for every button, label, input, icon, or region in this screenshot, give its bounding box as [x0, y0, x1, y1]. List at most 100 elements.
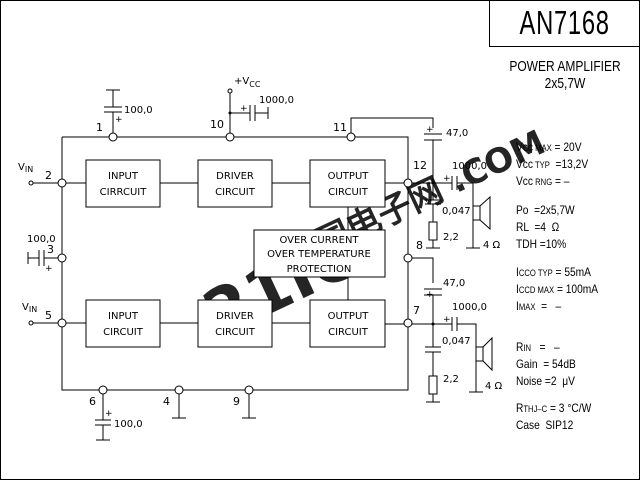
vin-terminal-2 [28, 320, 34, 326]
spec-line: Po =2x5,7W [516, 203, 575, 217]
cap-out1-value: 1000,0 [452, 161, 487, 172]
spec-line: Vcc TYP =13,2V [516, 157, 588, 171]
output1-line2: CIRCUIT [328, 187, 369, 198]
block-output-circuit-1 [309, 159, 386, 208]
driver2-line1: DRIVER [216, 311, 254, 322]
spec-subscript: IN [523, 343, 532, 353]
pin-2 [57, 178, 67, 188]
spec-value: = 20V [551, 140, 582, 154]
pin-label-11: 11 [333, 121, 347, 134]
spec-value: = 3 °C/W [547, 401, 592, 415]
pin-4 [174, 385, 184, 395]
cap-boot1-value: 47,0 [446, 128, 468, 139]
spec-name: I [516, 299, 519, 313]
pin-10 [225, 132, 235, 142]
protection-line1: OVER CURRENT [279, 235, 359, 246]
vcc-label: +VCC [234, 76, 261, 89]
spec-line: ICCD MAX = 100mA [516, 282, 598, 296]
spec-value: = – [535, 299, 562, 313]
res-zobel1-value: 2,2 [443, 232, 459, 243]
spec-name: Po [516, 203, 529, 217]
spec-line: RIN = – [516, 340, 560, 354]
spec-line: Noise =2 μV [516, 374, 575, 388]
input2-line2: CIRCUIT [103, 327, 144, 338]
block-output-circuit-2 [309, 299, 386, 348]
spec-name: Noise [516, 374, 543, 388]
spec-line: TDH =10% [516, 237, 566, 251]
pin-9 [244, 385, 254, 395]
speaker1-impedance: 4 Ω [483, 240, 501, 251]
spec-name: I [516, 265, 519, 279]
pin-label-1: 1 [96, 121, 103, 134]
spec-name: R [516, 340, 524, 354]
block-input-circuit-1 [85, 159, 161, 208]
cap-out2-value: 1000,0 [452, 302, 487, 313]
block-driver-circuit-2 [197, 299, 273, 348]
svg-text:+: + [45, 264, 53, 274]
pin-7 [403, 318, 413, 328]
pin-1 [108, 132, 118, 142]
cap-zobel1-value: 0,047 [442, 206, 471, 217]
spec-name: Vcc [516, 157, 534, 171]
cap-pin1-value: 100,0 [124, 105, 153, 116]
pin-label-7: 7 [413, 304, 420, 317]
chip-subtitle: POWER AMPLIFIER 2x5,7W [505, 58, 625, 92]
spec-value: =2x5,7W [528, 203, 575, 217]
spec-value: SIP12 [539, 418, 574, 432]
chip-title: AN7168 [519, 4, 610, 41]
protection-line3: PROTECTION [287, 264, 352, 275]
spec-line: Case SIP12 [516, 418, 573, 432]
svg-text:+: + [443, 174, 451, 184]
spec-name: Vcc [516, 174, 534, 188]
spec-line: Vcc RNG = – [516, 174, 569, 188]
spec-value: = 55mA [552, 265, 591, 279]
svg-text:+: + [115, 115, 123, 125]
ic-body-outline [61, 136, 409, 391]
spec-name: TDH [516, 237, 537, 251]
spec-value: =4 Ω [528, 220, 560, 234]
input1-line1: INPUT [108, 171, 139, 182]
title-box: AN7168 [489, 0, 639, 47]
svg-text:+: + [426, 125, 434, 135]
vin2-label: VIN [22, 302, 37, 314]
pin-5 [57, 318, 67, 328]
pin-label-3: 3 [47, 243, 54, 256]
spec-subscript: TYP [533, 160, 550, 170]
block-input-circuit-2 [85, 299, 161, 348]
spec-name: R [516, 401, 524, 415]
pin-label-4: 4 [163, 395, 170, 408]
spec-value: =13,2V [549, 157, 589, 171]
cap-zobel2-value: 0,047 [442, 336, 471, 347]
spec-name: Gain [516, 357, 538, 371]
vin-terminal-1 [28, 180, 34, 186]
subtitle-line-1: POWER AMPLIFIER [509, 58, 621, 75]
svg-text:+: + [426, 290, 434, 300]
pin-12 [403, 178, 413, 188]
spec-line: Gain = 54dB [516, 357, 576, 371]
pin-11 [346, 132, 356, 142]
spec-subscript: CCD MAX [518, 285, 555, 295]
spec-value: = – [531, 340, 560, 354]
pin-label-6: 6 [89, 395, 96, 408]
spec-value: =10% [536, 237, 567, 251]
speaker2-impedance: 4 Ω [485, 381, 503, 392]
pin-label-5: 5 [45, 309, 52, 322]
driver1-line2: CIRCUIT [215, 187, 256, 198]
block-driver-circuit-1 [197, 159, 273, 208]
output2-line2: CIRCUIT [328, 327, 369, 338]
spec-value: =2 μV [542, 374, 575, 388]
spec-name: I [516, 282, 519, 296]
output2-line1: OUTPUT [328, 311, 370, 322]
pin-label-8: 8 [416, 239, 423, 252]
spec-name: RL [516, 220, 529, 234]
spec-subscript: MAX [518, 302, 536, 312]
vcc-terminal [227, 88, 233, 94]
input2-line1: INPUT [108, 311, 139, 322]
pin-label-10: 10 [210, 118, 224, 131]
spec-line: ICCO TYP = 55mA [516, 265, 591, 279]
protection-line2: OVER TEMPERATURE [267, 249, 371, 260]
spec-line: RTHJ–C = 3 °C/W [516, 401, 591, 415]
spec-subscript: CCO TYP [518, 268, 553, 278]
spec-line: IMAX = – [516, 299, 561, 313]
